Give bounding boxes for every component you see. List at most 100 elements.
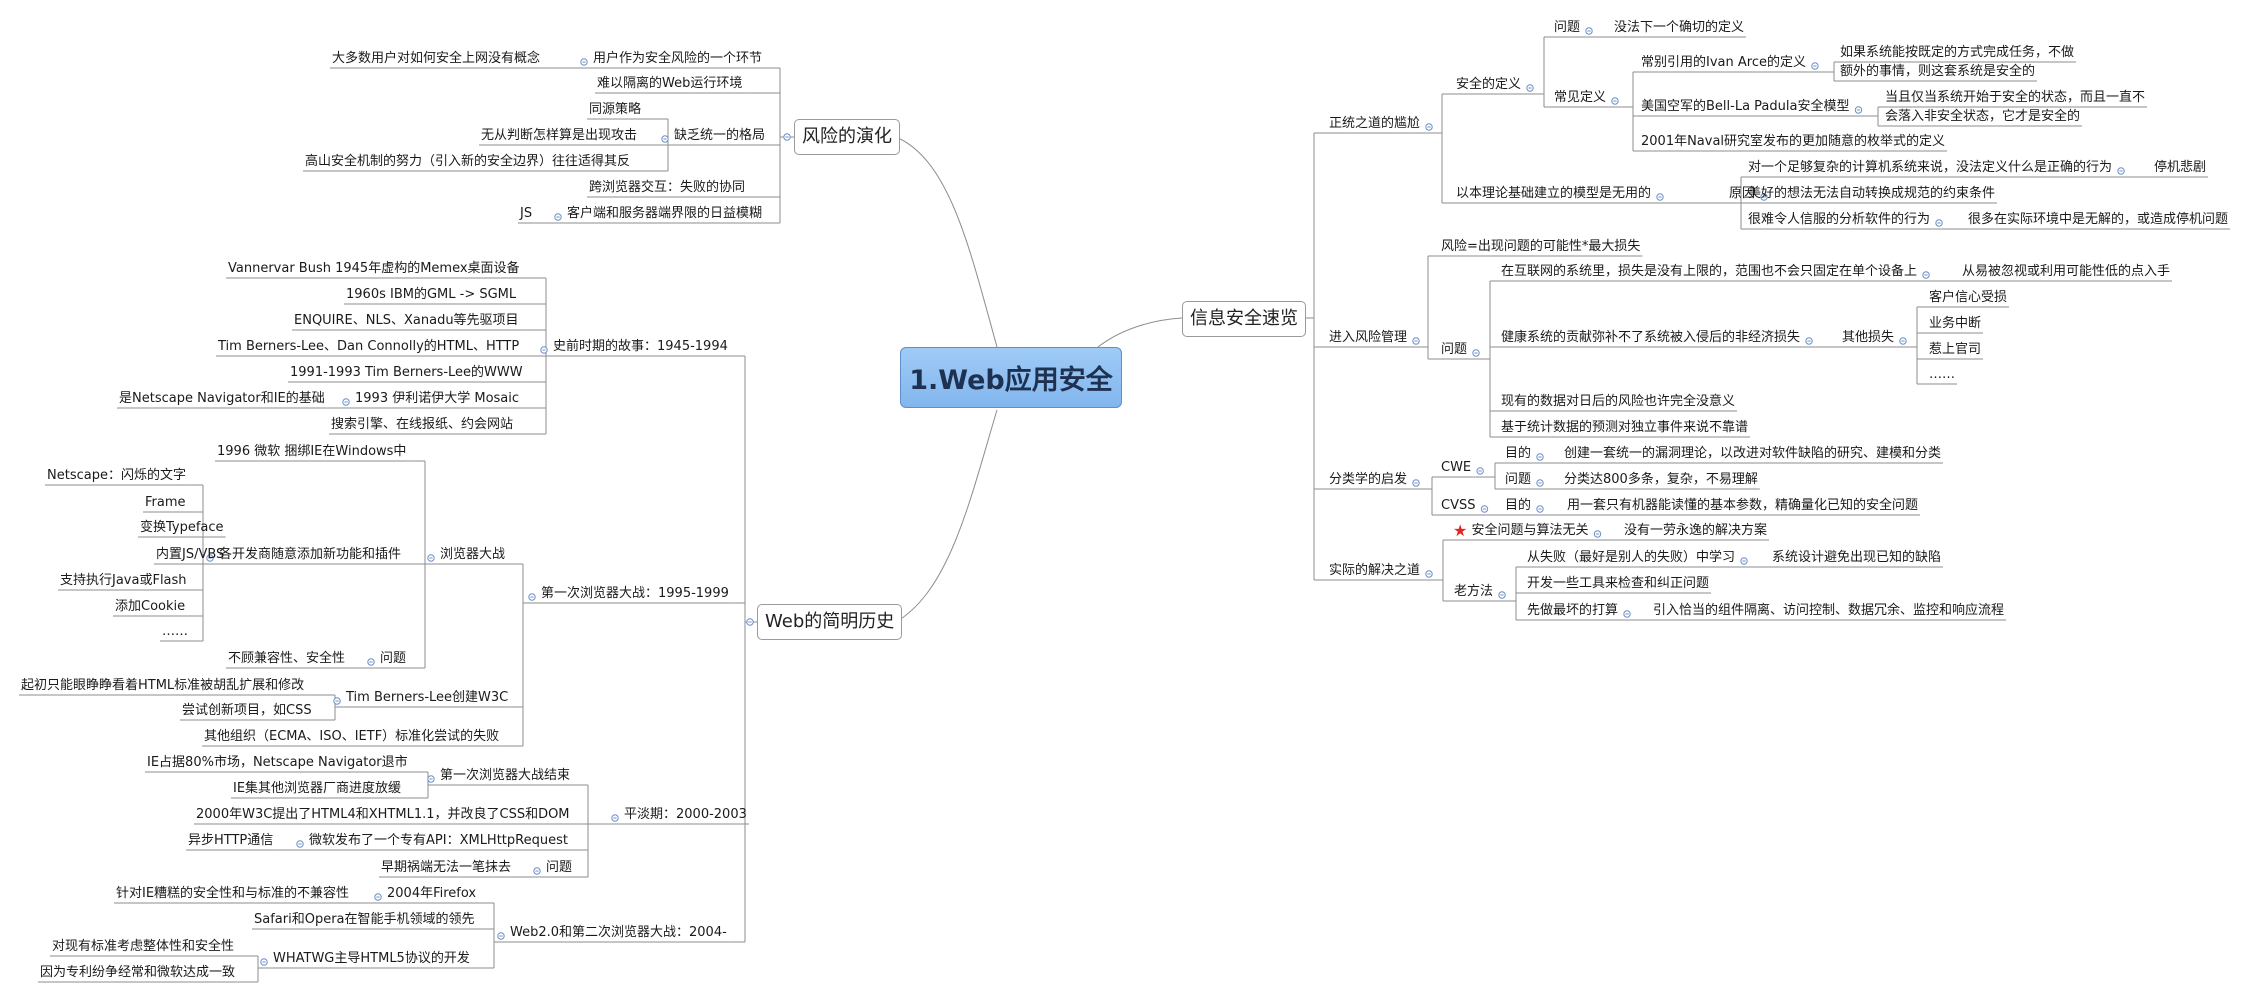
node-risk-a1[interactable]: 大多数用户对如何安全上网没有概念 (332, 51, 541, 66)
node-risk-c3[interactable]: 高山安全机制的努力（引入新的安全边界）往往适得其反 (305, 154, 631, 169)
node-hist-c2[interactable]: 2000年W3C提出了HTML4和XHTML1.1，并改良了CSS和DOM (196, 807, 570, 822)
node-ov-d1b[interactable]: 以本理论基础建立的模型是无用的 (1456, 186, 1652, 201)
node-hist-c4a[interactable]: 早期祸端无法一笔抹去 (381, 860, 512, 875)
node-risk-c1[interactable]: 同源策略 (589, 102, 642, 117)
node-ov-d2a[interactable]: 风险=出现问题的可能性*最大损失 (1441, 239, 1641, 254)
node-ov-d1a2b1[interactable]: 当且仅当系统开始于安全的状态，而且一直不 (1885, 90, 2146, 105)
node-ov-d1a2c[interactable]: 2001年Naval研究室发布的更加随意的枚举式的定义 (1641, 134, 1946, 149)
node-hist-c1[interactable]: 第一次浏览器大战结束 (440, 768, 571, 783)
node-ov-d2b4[interactable]: 基于统计数据的预测对独立事件来说不靠谱 (1501, 420, 1749, 435)
root-topic[interactable]: 1.Web应用安全 (900, 347, 1122, 408)
node-ov-d3a[interactable]: CWE (1441, 460, 1472, 475)
node-ov-d1b1cv[interactable]: 很多在实际环境中是无解的，或造成停机问题 (1968, 212, 2229, 227)
node-ov-d2[interactable]: 进入风险管理 (1329, 330, 1408, 345)
node-ov-d4b3v[interactable]: 引入恰当的组件隔离、访问控制、数据冗余、监控和响应流程 (1653, 603, 2005, 618)
node-ov-d1a2[interactable]: 常见定义 (1554, 90, 1607, 105)
node-hist-w1b[interactable]: 各开发商随意添加新功能和插件 (219, 547, 402, 562)
node-ov-d2b2a2[interactable]: 业务中断 (1929, 316, 1982, 331)
node-ov-d1b1av[interactable]: 停机悲剧 (2154, 160, 2207, 175)
node-ov-d2b[interactable]: 问题 (1441, 342, 1468, 357)
node-hist-w1b6[interactable]: 添加Cookie (115, 599, 186, 614)
node-ov-d4b3[interactable]: 先做最坏的打算 (1527, 603, 1619, 618)
node-hist-v1a[interactable]: 针对IE糟糕的安全性和与标准的不兼容性 (116, 886, 350, 901)
node-ov-d2b1v[interactable]: 从易被忽视或利用可能性低的点入手 (1962, 264, 2171, 279)
node-ov-d1a2b[interactable]: 美国空军的Bell-La Padula安全模型 (1641, 99, 1850, 114)
node-ov-d4b2[interactable]: 开发一些工具来检查和纠正问题 (1527, 576, 1710, 591)
node-ov-d3[interactable]: 分类学的启发 (1329, 472, 1408, 487)
node-ov-d2b1[interactable]: 在互联网的系统里，损失是没有上限的，范围也不会只固定在单个设备上 (1501, 264, 1918, 279)
node-hist-w1[interactable]: 浏览器大战 (440, 547, 506, 562)
node-ov-d1a2a[interactable]: 常别引用的Ivan Arce的定义 (1641, 55, 1806, 70)
node-ov-d1b1a[interactable]: 对一个足够复杂的计算机系统来说，没法定义什么是正确的行为 (1748, 160, 2113, 175)
node-ov-d4b1[interactable]: 从失败（最好是别人的失败）中学习 (1527, 550, 1736, 565)
node-hist-w1c1[interactable]: 不顾兼容性、安全性 (228, 651, 346, 666)
node-ov-d2b2[interactable]: 健康系统的贡献弥补不了系统被入侵后的非经济损失 (1501, 330, 1801, 345)
node-ov-d2b2a3[interactable]: 惹上官司 (1929, 342, 1982, 357)
node-ov-d3b1v[interactable]: 用一套只有机器能读懂的基本参数，精确量化已知的安全问题 (1567, 498, 1919, 513)
node-hist-w1c[interactable]: 问题 (380, 651, 407, 666)
topic-infosec-overview[interactable]: 信息安全速览 (1182, 301, 1306, 337)
node-hist-v2[interactable]: Safari和Opera在智能手机领域的领先 (254, 912, 475, 927)
node-risk-b[interactable]: 难以隔离的Web运行环境 (597, 76, 743, 91)
node-hist-w3b[interactable]: 尝试创新项目，如CSS (182, 703, 312, 718)
topic-web-history[interactable]: Web的简明历史 (757, 604, 903, 640)
node-hist-pre7[interactable]: 搜索引擎、在线报纸、约会网站 (331, 417, 514, 432)
node-d4a-label[interactable]: 安全问题与算法无关 (1471, 523, 1589, 538)
node-ov-d3a2[interactable]: 问题 (1505, 472, 1532, 487)
node-hist-w1b4[interactable]: 内置JS/VBS (156, 547, 225, 562)
node-ov-d1b1c[interactable]: 很难令人信服的分析软件的行为 (1748, 212, 1931, 227)
node-hist-v3[interactable]: WHATWG主导HTML5协议的开发 (273, 951, 470, 966)
node-hist-w1a[interactable]: 1996 微软 捆绑IE在Windows中 (217, 444, 407, 459)
node-ov-d3a1[interactable]: 目的 (1505, 446, 1532, 461)
node-ov-d1[interactable]: 正统之道的尴尬 (1329, 116, 1421, 131)
node-hist-c1a[interactable]: IE占据80%市场，Netscape Navigator退市 (147, 755, 408, 770)
node-risk-d[interactable]: 跨浏览器交互：失败的协同 (589, 180, 746, 195)
node-hist-pre2[interactable]: 1960s IBM的GML -> SGML (346, 287, 517, 302)
node-hist-web2[interactable]: Web2.0和第二次浏览器大战：2004- (510, 925, 727, 940)
node-ov-d4b1v[interactable]: 系统设计避免出现已知的缺陷 (1772, 550, 1942, 565)
node-ov-d1a2a2[interactable]: 额外的事情，则这套系统是安全的 (1840, 64, 2036, 79)
node-hist-w3a[interactable]: 起初只能眼睁睁看着HTML标准被胡乱扩展和修改 (21, 678, 305, 693)
topic-risk-evolution[interactable]: 风险的演化 (794, 119, 900, 155)
node-risk-a2[interactable]: 用户作为安全风险的一个环节 (593, 51, 763, 66)
node-hist-pre6[interactable]: 1993 伊利诺伊大学 Mosaic (355, 391, 520, 406)
node-ov-d3a2v[interactable]: 分类达800多条，复杂，不易理解 (1564, 472, 1758, 487)
node-hist-w1b5[interactable]: 支持执行Java或Flash (60, 573, 187, 588)
node-hist-c3a[interactable]: 异步HTTP通信 (188, 833, 274, 848)
node-hist-pre5[interactable]: 1991-1993 Tim Berners-Lee的WWW (290, 365, 523, 380)
node-hist-w4[interactable]: 其他组织（ECMA、ISO、IETF）标准化尝试的失败 (204, 729, 500, 744)
node-ov-d1a2b2[interactable]: 会落入非安全状态，它才是安全的 (1885, 109, 2081, 124)
node-ov-d2b2a[interactable]: 其他损失 (1842, 330, 1895, 345)
node-hist-c1b[interactable]: IE集其他浏览器厂商进度放缓 (233, 781, 402, 796)
node-ov-d1a[interactable]: 安全的定义 (1456, 77, 1522, 92)
node-hist-war[interactable]: 第一次浏览器大战：1995-1999 (541, 586, 729, 601)
node-risk-c2[interactable]: 无从判断怎样算是出现攻击 (481, 128, 638, 143)
node-ov-d2b2a4[interactable]: …… (1929, 367, 1955, 382)
node-hist-w3[interactable]: Tim Berners-Lee创建W3C (346, 690, 509, 705)
node-ov-d3a1v[interactable]: 创建一套统一的漏洞理论，以改进对软件缺陷的研究、建模和分类 (1564, 446, 1942, 461)
node-hist-pre6a[interactable]: 是Netscape Navigator和IE的基础 (119, 391, 325, 406)
node-hist-w1b3[interactable]: 变换Typeface (140, 520, 224, 535)
node-ov-d1a1v[interactable]: 没法下一个确切的定义 (1614, 20, 1745, 35)
node-ov-d4[interactable]: 实际的解决之道 (1329, 563, 1421, 578)
node-hist-pre1[interactable]: Vannervar Bush 1945年虚构的Memex桌面设备 (228, 261, 520, 276)
node-hist-pre3[interactable]: ENQUIRE、NLS、Xanadu等先驱项目 (294, 313, 519, 328)
node-hist-w1b7[interactable]: …… (162, 624, 188, 639)
node-risk-c[interactable]: 缺乏统一的格局 (674, 128, 766, 143)
node-ov-d3b1[interactable]: 目的 (1505, 498, 1532, 513)
node-hist-w1b1[interactable]: Netscape：闪烁的文字 (47, 468, 186, 483)
node-ov-d1b1b[interactable]: 美好的想法无法自动转换成规范的约束条件 (1748, 186, 1996, 201)
node-risk-e1[interactable]: JS (520, 206, 533, 221)
node-hist-c3[interactable]: 微软发布了一个专有API：XMLHttpRequest (309, 833, 568, 848)
node-ov-d1a2a1[interactable]: 如果系统能按既定的方式完成任务，不做 (1840, 45, 2075, 60)
node-ov-d4b[interactable]: 老方法 (1454, 584, 1494, 599)
node-ov-d3b[interactable]: CVSS (1441, 498, 1476, 513)
node-hist-pre4[interactable]: Tim Berners-Lee、Dan Connolly的HTML、HTTP (218, 339, 520, 354)
node-ov-d1a1[interactable]: 问题 (1554, 20, 1581, 35)
node-hist-v1[interactable]: 2004年Firefox (387, 886, 477, 901)
node-risk-e2[interactable]: 客户端和服务器端界限的日益模糊 (567, 206, 763, 221)
node-ov-d4av[interactable]: 没有一劳永逸的解决方案 (1624, 523, 1768, 538)
node-hist-v3a[interactable]: 对现有标准考虑整体性和安全性 (52, 939, 235, 954)
node-ov-d2b2a1[interactable]: 客户信心受损 (1929, 290, 2008, 305)
node-hist-pre[interactable]: 史前时期的故事：1945-1994 (553, 339, 728, 354)
